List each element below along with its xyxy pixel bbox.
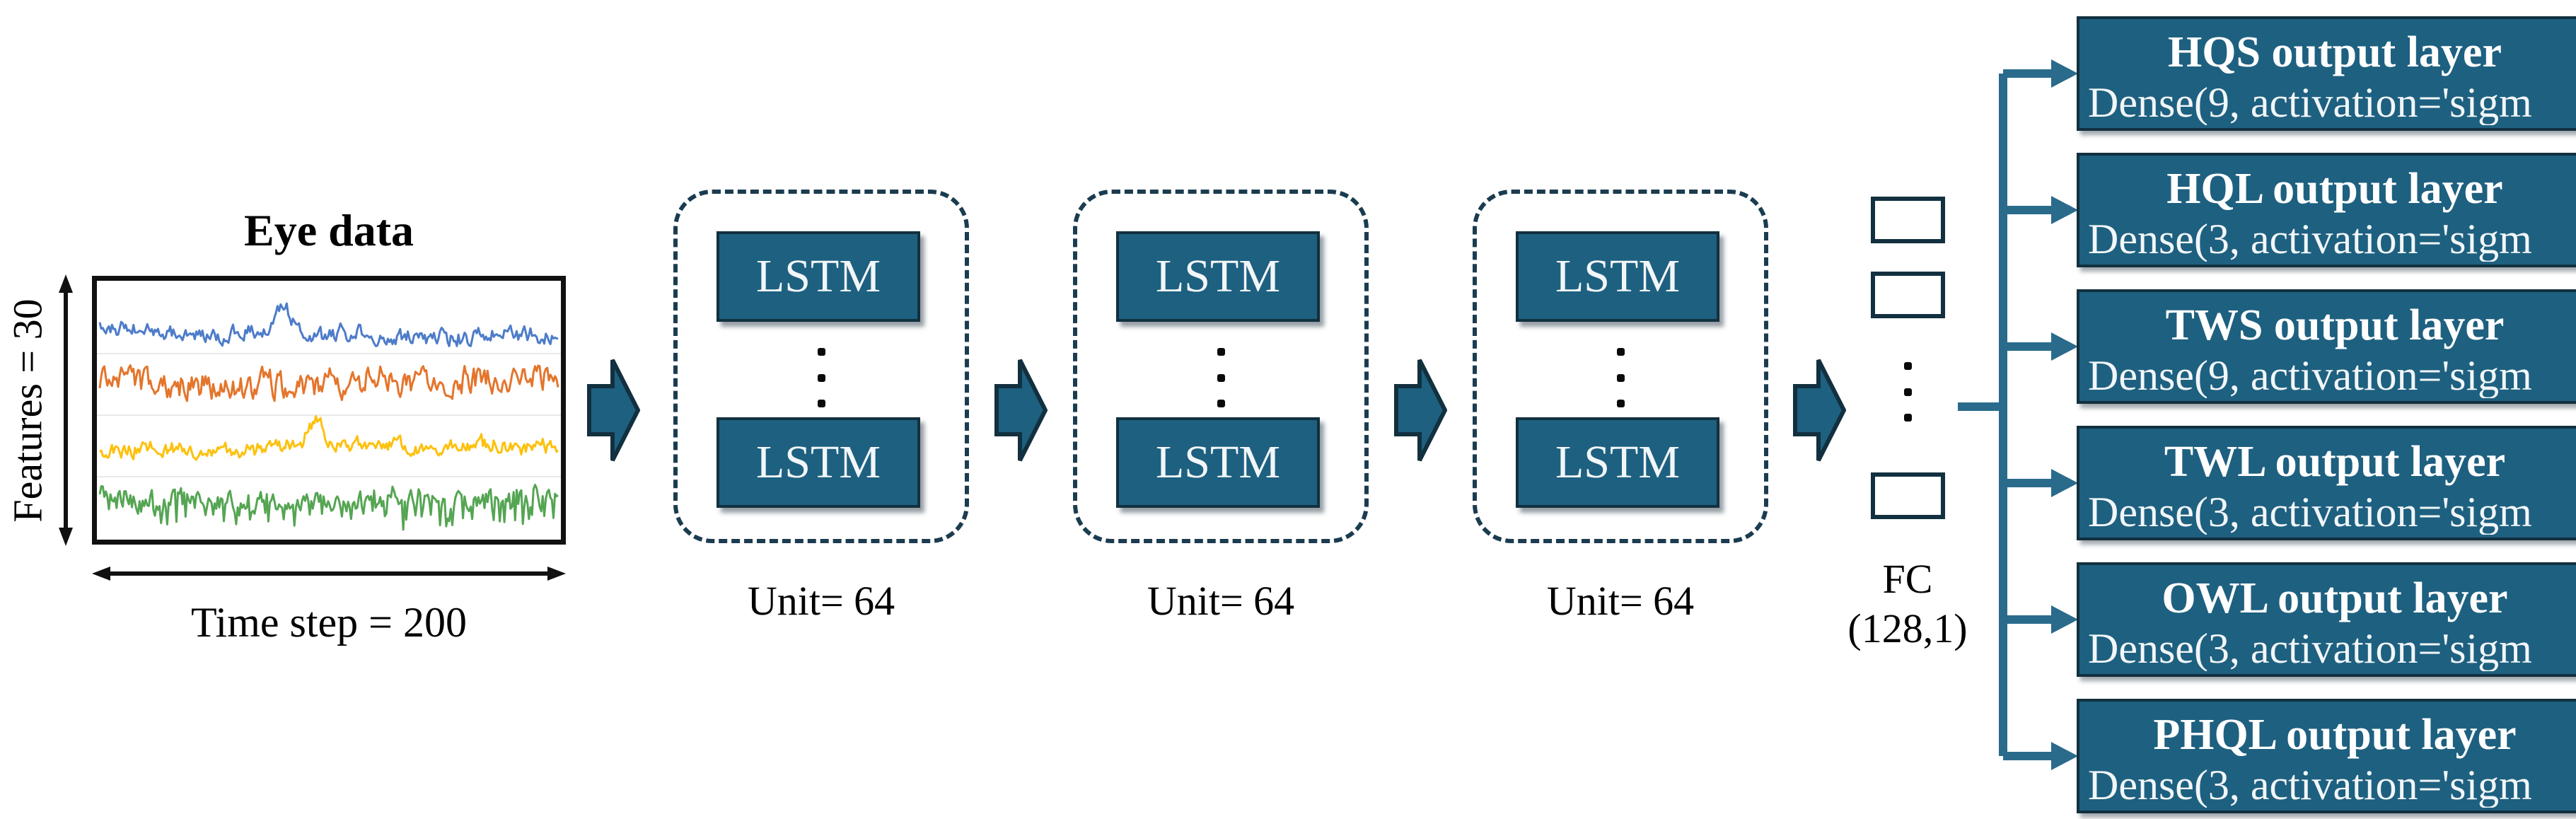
lstm-cell-label: LSTM: [755, 436, 881, 488]
output-layer-dense: Dense(9, activation='sigm: [2088, 353, 2532, 398]
yellow-signal: [99, 414, 559, 461]
lstm-layer-group-1: LSTM LSTM: [673, 190, 969, 543]
fc-label: FC: [1882, 556, 1933, 602]
green-signal: [98, 484, 559, 531]
output-layer-owl: OWL output layer Dense(3, activation='si…: [2077, 562, 2576, 677]
lstm-cell-label: LSTM: [1155, 436, 1281, 488]
output-layer-title: TWL output layer: [2164, 438, 2506, 486]
output-layer-title: TWS output layer: [2165, 301, 2505, 349]
lstm-cell-label: LSTM: [1155, 250, 1281, 302]
lstm-cell: LSTM: [1516, 417, 1719, 508]
fc-neuron-rect: [1871, 472, 1945, 519]
flow-arrow-icon-2: [994, 359, 1048, 462]
output-layer-hqs: HQS output layer Dense(9, activation='si…: [2077, 16, 2576, 131]
fc-shape-label: (128,1): [1847, 605, 1968, 651]
eye-data-title: Eye data: [244, 205, 414, 255]
output-layer-dense: Dense(3, activation='sigm: [2088, 216, 2532, 262]
lstm-cell-label: LSTM: [755, 250, 881, 302]
lstm-cell: LSTM: [716, 417, 920, 508]
unit-label-1: Unit= 64: [747, 578, 895, 624]
branch-arrowhead-icon: [2051, 605, 2078, 634]
ellipsis-icon: [1077, 348, 1364, 407]
output-layer-dense: Dense(3, activation='sigm: [2088, 762, 2532, 808]
branch-arrowhead-icon: [2051, 196, 2078, 224]
ellipsis-icon: [1874, 362, 1941, 422]
lstm-cell-label: LSTM: [1555, 436, 1681, 488]
output-layer-phql: PHQL output layer Dense(3, activation='s…: [2077, 699, 2576, 813]
blue-signal: [98, 302, 559, 347]
unit-label-3: Unit= 64: [1546, 578, 1695, 624]
orange-signal: [98, 364, 559, 402]
branch-arrowhead-icon: [2051, 742, 2078, 770]
lstm-cell-label: LSTM: [1555, 250, 1681, 302]
eye-data-plot: [92, 276, 566, 545]
lstm-layer-group-3: LSTM LSTM: [1473, 190, 1768, 543]
fc-neuron-rect: [1871, 272, 1945, 318]
features-range-arrow-icon: [59, 274, 73, 546]
flow-arrow-icon-3: [1394, 359, 1447, 462]
output-layer-tws: TWS output layer Dense(9, activation='si…: [2077, 289, 2576, 404]
branch-arrowhead-icon: [2051, 469, 2078, 497]
output-layer-title: OWL output layer: [2162, 574, 2508, 622]
flow-arrow-icon-4: [1793, 359, 1846, 462]
branch-arrowhead-icon: [2051, 59, 2078, 88]
lstm-layer-group-2: LSTM LSTM: [1073, 190, 1369, 543]
output-layer-dense: Dense(9, activation='sigm: [2088, 80, 2532, 125]
output-layer-dense: Dense(3, activation='sigm: [2088, 489, 2532, 535]
ellipsis-icon: [1477, 348, 1764, 407]
lstm-cell: LSTM: [1116, 231, 1320, 322]
output-layer-dense: Dense(3, activation='sigm: [2088, 626, 2532, 671]
lstm-cell: LSTM: [1116, 417, 1320, 508]
lstm-cell: LSTM: [1516, 231, 1719, 322]
output-layer-twl: TWL output layer Dense(3, activation='si…: [2077, 426, 2576, 540]
timestep-range-arrow-icon: [92, 567, 566, 581]
output-layer-title: HQS output layer: [2168, 28, 2502, 76]
unit-label-2: Unit= 64: [1147, 578, 1295, 624]
output-layer-hql: HQL output layer Dense(3, activation='si…: [2077, 153, 2576, 267]
flow-arrow-icon-1: [587, 359, 640, 462]
output-layer-title: PHQL output layer: [2153, 711, 2517, 759]
output-layer-title: HQL output layer: [2166, 165, 2503, 213]
x-axis-label: Time step = 200: [191, 599, 467, 646]
eye-signal-traces: [97, 302, 561, 531]
branch-arrowhead-icon: [2051, 332, 2078, 361]
lstm-cell: LSTM: [716, 231, 920, 322]
fc-neuron-rect: [1871, 197, 1945, 243]
ellipsis-icon: [678, 348, 965, 407]
